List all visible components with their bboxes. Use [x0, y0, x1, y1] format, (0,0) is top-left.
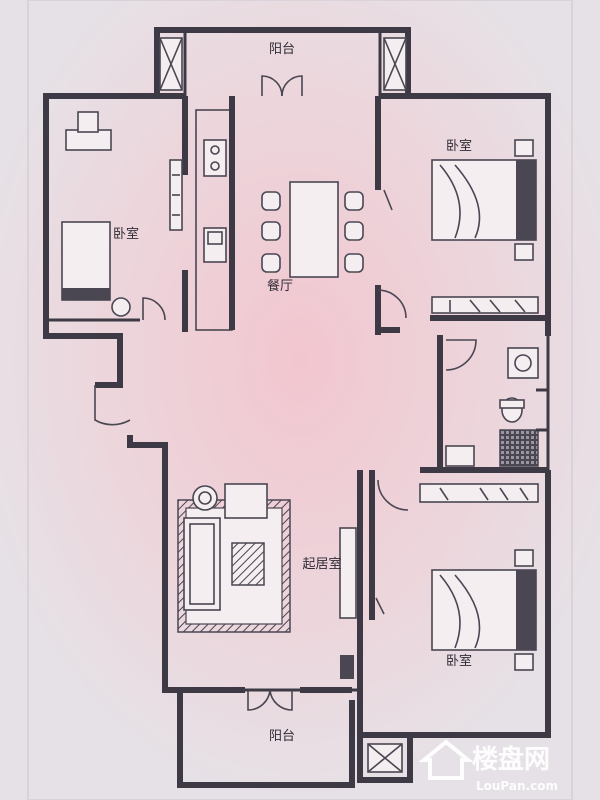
- label-bedroom-top-right: 卧室: [446, 138, 472, 154]
- bathroom-fixtures: [445, 347, 548, 467]
- label-bedroom-bottom-right: 卧室: [446, 653, 472, 669]
- watermark-url: LouPan.com: [476, 779, 558, 793]
- label-dining: 餐厅: [267, 278, 293, 294]
- house-logo-icon: [418, 739, 474, 780]
- watermark: 楼盘网 LouPan.com: [418, 739, 558, 793]
- label-living: 起居室: [302, 556, 341, 572]
- interior-walls: [46, 96, 548, 735]
- dining-table-set: [261, 181, 364, 278]
- bottom-right-bedroom-furniture: [375, 483, 539, 671]
- label-bedroom-left: 卧室: [113, 226, 139, 242]
- living-room-furniture: [177, 483, 357, 679]
- label-top-balcony: 阳台: [269, 42, 295, 57]
- paper-border: [27, 0, 573, 800]
- left-bedroom-furniture: [61, 111, 183, 317]
- top-right-bedroom-furniture: [383, 139, 539, 314]
- label-bottom-balcony: 阳台: [269, 729, 295, 744]
- kitchen-fixtures: [203, 139, 227, 263]
- watermark-brand: 楼盘网: [472, 744, 550, 775]
- balcony-cabinets-top: [159, 37, 407, 91]
- balcony-cabinet-bottom: [367, 743, 403, 773]
- doors: [94, 75, 477, 711]
